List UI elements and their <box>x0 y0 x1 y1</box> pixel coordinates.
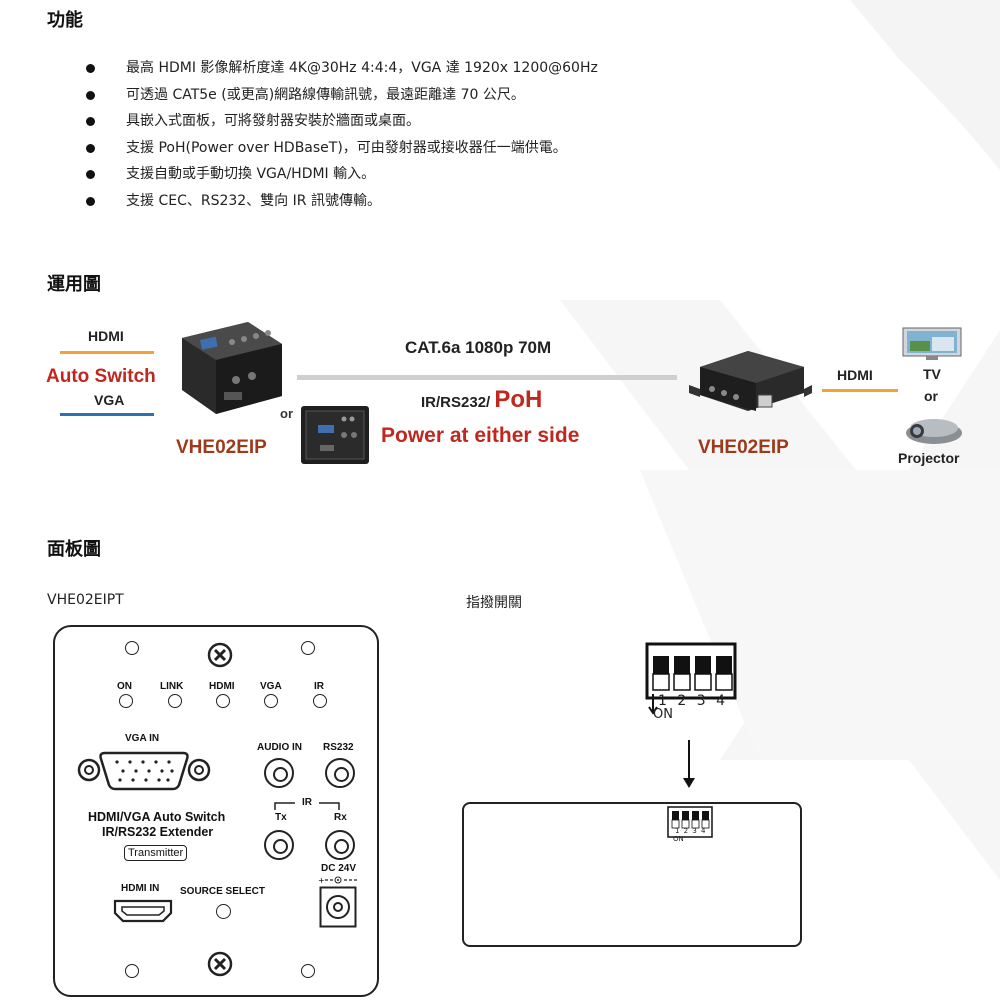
led-vga-label: VGA <box>260 681 282 692</box>
bullet-icon <box>86 64 95 73</box>
application-heading: 運用圖 <box>47 274 101 295</box>
receiver-box-image <box>689 351 812 411</box>
audio-in-jack <box>264 758 294 788</box>
audio-in-label: AUDIO IN <box>257 742 302 753</box>
svg-text:+: + <box>318 876 325 885</box>
led-on-label: ON <box>117 681 132 692</box>
feature-item: 最高 HDMI 影像解析度達 4K@30Hz 4:4:4，VGA 達 1920x… <box>86 58 598 85</box>
feature-item: 可透過 CAT5e (或更高)網路線傳輸訊號，最遠距離達 70 公尺。 <box>86 85 598 112</box>
led-indicator <box>119 694 133 708</box>
power-either-side-label: Power at either side <box>381 424 580 447</box>
features-heading: 功能 <box>47 10 83 31</box>
mount-hole <box>125 641 139 655</box>
small-dip-numbers: 1 2 3 4 <box>675 827 707 835</box>
dc-jack-icon <box>319 886 357 928</box>
cable-line <box>297 375 677 380</box>
hdmi-port-icon <box>113 899 173 923</box>
receiver-side-view <box>462 802 802 947</box>
wall-plate-image <box>301 406 369 464</box>
led-indicator <box>264 694 278 708</box>
feature-item: 支援 PoH(Power over HDBaseT)，可由發射器或接收器任一端供… <box>86 138 598 165</box>
led-link-label: LINK <box>160 681 184 692</box>
bullet-icon <box>86 143 95 153</box>
rs232-jack <box>325 758 355 788</box>
feature-list: 最高 HDMI 影像解析度達 4K@30Hz 4:4:4，VGA 達 1920x… <box>86 58 598 217</box>
screw-icon <box>207 951 233 977</box>
tv-icon <box>902 327 962 360</box>
led-hdmi-label: HDMI <box>209 681 235 692</box>
small-dip-on-label: ON <box>673 835 684 843</box>
panel-title-line2: IR/RS232 Extender <box>102 825 214 839</box>
source-select-button <box>216 904 231 919</box>
or-label-2: or <box>924 388 938 404</box>
vga-in-label: VGA IN <box>125 733 160 744</box>
source-select-label: SOURCE SELECT <box>180 886 266 897</box>
feature-item: 具嵌入式面板，可將發射器安裝於牆面或桌面。 <box>86 111 598 138</box>
transmitter-badge: Transmitter <box>124 845 188 861</box>
mount-hole <box>301 641 315 655</box>
ir-rx-jack <box>325 830 355 860</box>
panel-model-label: VHE02EIPT <box>47 592 124 608</box>
or-label: or <box>280 406 293 421</box>
bullet-icon <box>86 196 95 206</box>
auto-switch-label: Auto Switch <box>46 366 156 387</box>
poh-label: PoH <box>494 386 543 413</box>
dc-label: DC 24V <box>321 863 357 874</box>
vga-input-line <box>60 413 154 416</box>
dip-numbers: 1 2 3 4 <box>658 693 728 709</box>
dip-switch-label: 指撥開關 <box>466 595 522 611</box>
vga-port-icon <box>77 751 211 791</box>
feature-item: 支援 CEC、RS232、雙向 IR 訊號傳輸。 <box>86 191 598 218</box>
tv-label: TV <box>923 366 941 382</box>
ir-label: IR <box>302 797 312 808</box>
small-dip-switch-icon <box>667 806 713 838</box>
led-indicator <box>313 694 327 708</box>
bullet-icon <box>86 90 95 100</box>
hdmi-input-label: HDMI <box>88 328 124 344</box>
faceplate: ON LINK HDMI VGA IR VGA IN AUDIO IN RS23… <box>53 625 379 997</box>
dip-on-label: ON <box>653 707 673 722</box>
receiver-model-label: VHE02EIP <box>698 437 789 458</box>
transmitter-model-label: VHE02EIP <box>176 437 267 458</box>
hdmi-in-label: HDMI IN <box>121 883 160 894</box>
cable-signals-label: IR/RS232/ PoH <box>421 386 543 413</box>
rs232-label: RS232 <box>323 742 354 753</box>
dip-switch-icon <box>645 642 737 715</box>
ir-bracket <box>274 802 340 810</box>
vga-input-label: VGA <box>94 392 125 408</box>
feature-item: 支援自動或手動切換 VGA/HDMI 輸入。 <box>86 164 598 191</box>
panel-heading: 面板圖 <box>47 539 101 560</box>
projector-label: Projector <box>898 450 960 466</box>
bullet-icon <box>86 117 95 126</box>
mount-hole <box>125 964 139 978</box>
projector-icon <box>906 419 962 444</box>
screw-icon <box>207 642 233 668</box>
led-ir-label: IR <box>314 681 324 692</box>
ir-tx-label: Tx <box>275 812 287 823</box>
panel-title-line1: HDMI/VGA Auto Switch <box>88 810 226 824</box>
hdmi-output-line <box>822 389 898 392</box>
mount-hole <box>301 964 315 978</box>
led-indicator <box>168 694 182 708</box>
transmitter-box-image <box>182 322 282 414</box>
ir-rx-label: Rx <box>334 812 347 823</box>
dc-polarity-icon: + <box>318 876 357 885</box>
down-arrow-icon <box>683 740 695 788</box>
ir-tx-jack <box>264 830 294 860</box>
hdmi-output-label: HDMI <box>837 367 873 383</box>
cable-spec-label: CAT.6a 1080p 70M <box>405 338 552 357</box>
led-indicator <box>216 694 230 708</box>
bullet-icon <box>86 170 95 179</box>
hdmi-input-line <box>60 351 154 354</box>
